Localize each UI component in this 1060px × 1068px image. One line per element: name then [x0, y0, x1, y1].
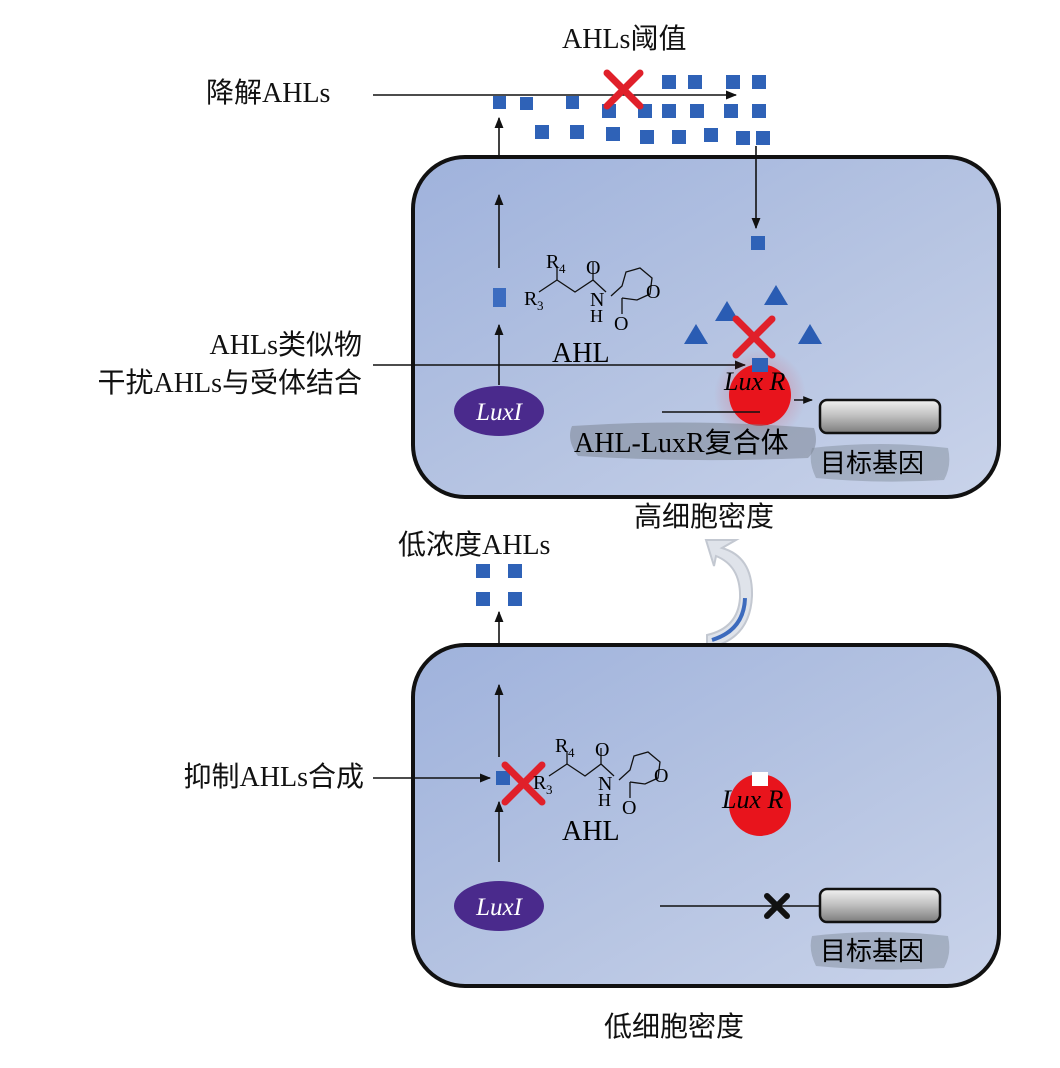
internalized-ahl: [751, 236, 765, 250]
target-label-smudge-bottom: [810, 932, 950, 970]
n-label: N: [590, 289, 604, 311]
synthesis-block-x: [501, 761, 546, 806]
low-density-label: 低细胞密度: [604, 1012, 745, 1043]
r3-subscript: 3: [537, 298, 544, 313]
analog-label-line2: 干扰AHLs与受体结合: [97, 368, 362, 399]
o-label-bottom-3: O: [622, 797, 636, 819]
target-gene-label-bottom: 目标基因: [820, 937, 924, 966]
o-label-bottom-1: O: [595, 739, 609, 761]
ahl-structure-top: [538, 262, 653, 314]
complex-label-smudge: [570, 422, 816, 461]
h-label-bottom: H: [598, 790, 611, 810]
extracellular-ahl-cluster: [493, 75, 770, 145]
r3-label: R: [524, 288, 538, 310]
low-concentration-ahl: [476, 564, 522, 606]
luxr-label-bottom: Lux R: [721, 785, 784, 814]
high-density-label: 高细胞密度: [634, 502, 775, 533]
no-expression-x: [764, 893, 790, 919]
r4-subscript: 4: [559, 261, 566, 276]
o-label-3: O: [614, 313, 628, 335]
ahl-label-bottom: AHL: [562, 816, 620, 847]
r3-subscript-bottom: 3: [546, 782, 553, 797]
o-label-2: O: [646, 281, 660, 303]
bound-ahl: [752, 358, 768, 372]
low-intracellular-ahl: [496, 771, 510, 785]
complex-label: AHL-LuxR复合体: [574, 427, 789, 459]
transition-arrow-accent: [711, 597, 747, 642]
o-label-bottom-2: O: [654, 765, 668, 787]
ahl-structure-bottom: [548, 748, 661, 798]
target-gene-label-top: 目标基因: [820, 449, 924, 478]
luxi-enzyme-top: [454, 386, 544, 436]
threshold-label: AHLs阈值: [562, 24, 687, 55]
target-gene-top: [818, 398, 942, 435]
analog-label-line1: AHLs类似物: [209, 330, 362, 361]
r4-label-bottom: R: [555, 735, 569, 757]
luxr-receptor-top: [729, 364, 791, 426]
analog-block-x: [732, 315, 776, 359]
intracellular-ahl: [493, 288, 506, 307]
h-label: H: [590, 306, 603, 326]
target-label-smudge-top: [810, 444, 950, 482]
r3-label-bottom: R: [533, 772, 547, 794]
low-concentration-label: 低浓度AHLs: [398, 530, 551, 561]
r4-label: R: [546, 251, 560, 273]
degrade-label: 降解AHLs: [206, 78, 331, 109]
luxi-label-bottom: LuxI: [475, 894, 524, 921]
ahl-label-top: AHL: [552, 338, 610, 369]
target-gene-bottom: [818, 887, 942, 924]
inhibit-label: 抑制AHLs合成: [183, 762, 364, 793]
degrade-block-x: [603, 69, 644, 110]
luxr-receptor-bottom: [729, 774, 791, 836]
luxr-label-top: Lux R: [723, 367, 786, 396]
luxi-label-top: LuxI: [475, 399, 524, 426]
luxi-enzyme-bottom: [454, 881, 544, 931]
n-label-bottom: N: [598, 773, 612, 795]
ahl-analog-triangles: [684, 285, 822, 344]
r4-subscript-bottom: 4: [568, 745, 575, 760]
o-label-1: O: [586, 257, 600, 279]
luxr-empty-site: [752, 772, 768, 786]
